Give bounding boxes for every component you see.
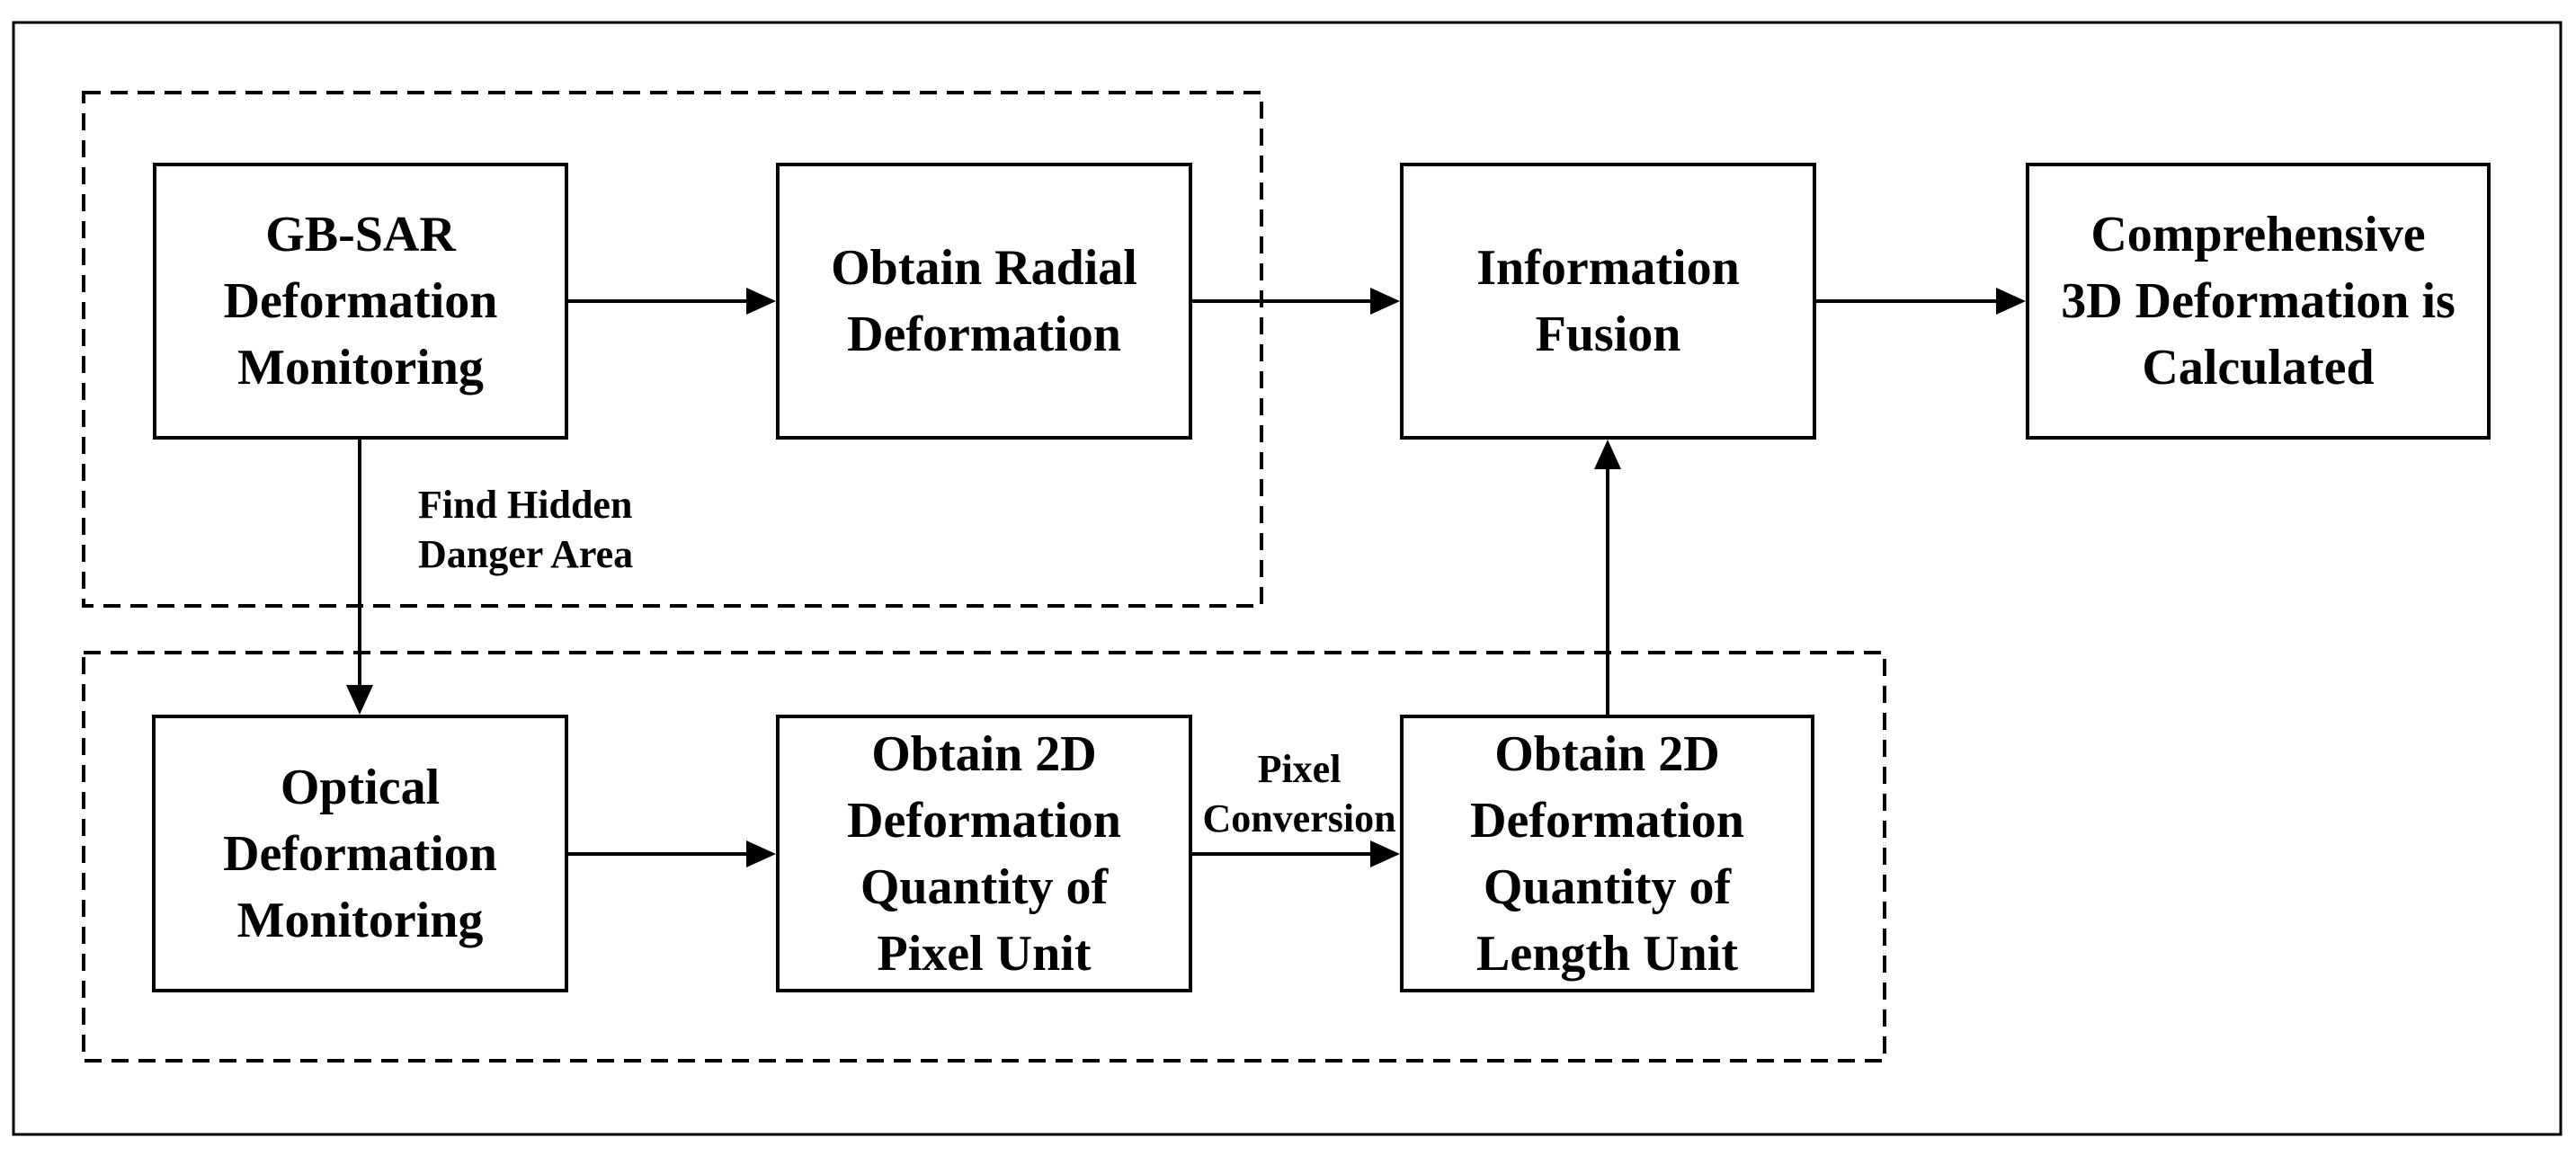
pixel-conversion-label: Pixel Conversion — [1202, 747, 1396, 840]
obtain-2d-length-unit-box: Obtain 2D Deformation Quantity of Length… — [1400, 715, 1814, 992]
arrowhead-length2d-to-fusion — [1594, 440, 1621, 469]
gbsar-deformation-monitoring-box: GB-SAR Deformation Monitoring — [153, 163, 568, 440]
obtain-radial-deformation-box: Obtain Radial Deformation — [776, 163, 1192, 440]
obtain-2d-pixel-unit-box: Obtain 2D Deformation Quantity of Pixel … — [776, 715, 1192, 992]
arrowhead-fusion-to-comprehensive — [1996, 288, 2026, 315]
arrowhead-radial-to-fusion — [1370, 288, 1400, 315]
optical-deformation-monitoring-box: Optical Deformation Monitoring — [152, 715, 568, 992]
arrowhead-gbsar-to-optical — [346, 685, 373, 715]
arrowhead-pixel2d-to-length2d — [1370, 840, 1400, 867]
outer-border — [12, 21, 2563, 1136]
arrowhead-gbsar-to-radial — [746, 288, 776, 315]
arrowhead-optical-to-pixel2d — [746, 840, 776, 867]
information-fusion-box: Information Fusion — [1400, 163, 1816, 440]
comprehensive-3d-deformation-box: Comprehensive 3D Deformation is Calculat… — [2026, 163, 2491, 440]
find-hidden-danger-area-label: Find Hidden Danger Area — [418, 483, 634, 576]
gbsar-group-dashed-box — [82, 91, 1263, 608]
optical-group-dashed-box — [82, 651, 1886, 1063]
